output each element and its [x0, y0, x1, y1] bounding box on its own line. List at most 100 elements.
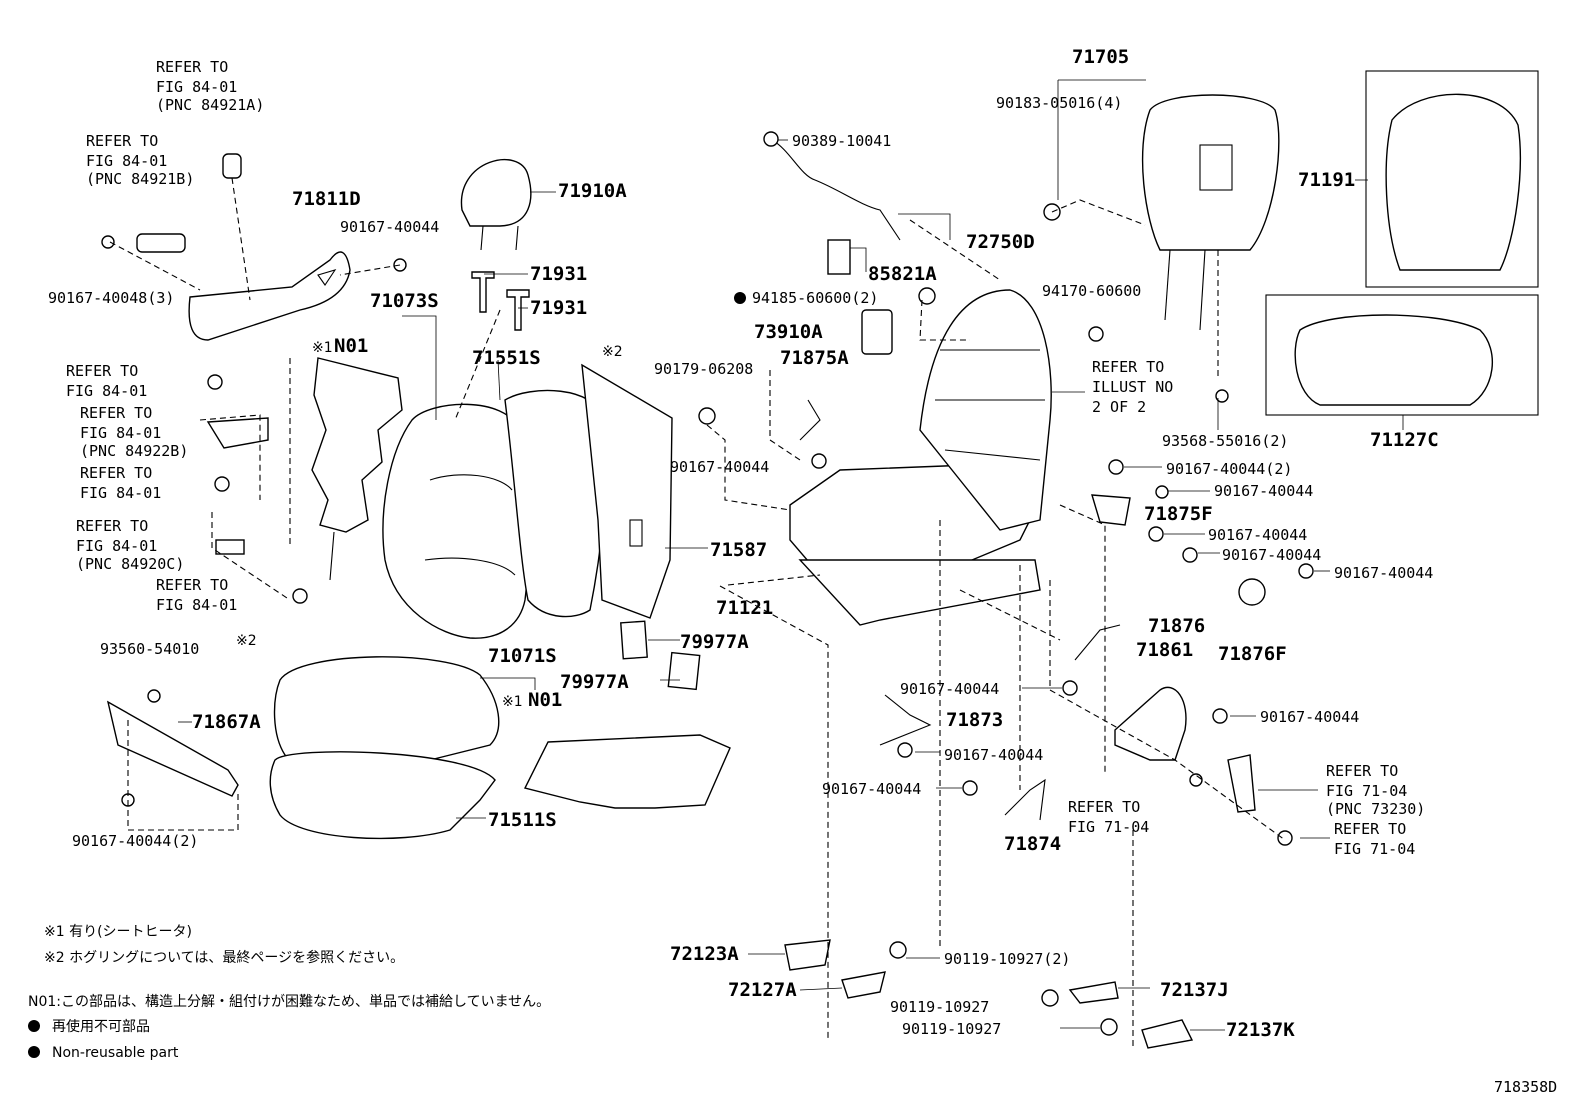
label-part: 94170-60600: [1042, 282, 1141, 300]
label-part: 90167-40044(2): [72, 832, 198, 850]
cover-71191: [1385, 93, 1521, 271]
bolt-90167-b: [1108, 459, 1124, 475]
bolt-90119-a: [889, 941, 907, 959]
clip-belt: [1189, 773, 1203, 787]
clip-84921B: [136, 233, 186, 253]
label-part: N01: [334, 335, 368, 357]
bracket-71875A: [799, 399, 821, 441]
bracket-71873: [879, 694, 932, 746]
label-pnc: (PNC 73230): [1326, 800, 1425, 818]
label-part: 90167-40044: [900, 680, 999, 698]
bracket-84922B: [206, 417, 269, 449]
label-part: 71705: [1072, 46, 1129, 68]
bolt-90167-i: [897, 742, 913, 758]
label-fig: FIG 84-01: [80, 484, 161, 502]
label-part: 90167-40044: [1214, 482, 1313, 500]
label-refer: REFER TO: [80, 464, 152, 482]
part-outlines: [101, 70, 1539, 1049]
label-part: N01: [528, 689, 562, 711]
wire-harness-72750D: [771, 139, 901, 241]
part-71876F: [1238, 578, 1266, 606]
label-fig: FIG 71-04: [1326, 782, 1407, 800]
bolt-90167-h: [1212, 708, 1228, 724]
shield-71811D: [188, 251, 351, 341]
label-part: 90167-40044: [670, 458, 769, 476]
label-fig: FIG 84-01: [156, 78, 237, 96]
label-refer: REFER TO: [86, 132, 158, 150]
label-part: 71587: [710, 539, 767, 561]
label-pnc: (PNC 84920C): [76, 555, 184, 573]
label-79977A-b: [667, 651, 701, 691]
bolt-90167-e: [1182, 547, 1198, 563]
seatback-cover-71073S: [382, 403, 529, 639]
label-refer: REFER TO: [76, 517, 148, 535]
label-refer: REFER TO: [1068, 798, 1140, 816]
label-part: 90167-40044: [1334, 564, 1433, 582]
bolt-90167-d: [1148, 526, 1164, 542]
label-refer: REFER TO: [1334, 820, 1406, 838]
sensor-85821A: [827, 239, 851, 275]
headrest-71910A: [460, 159, 532, 227]
label-illust: 2 OF 2: [1092, 398, 1146, 416]
label-part: 72123A: [670, 943, 739, 965]
label-part: 90119-10927(2): [944, 950, 1070, 968]
label-part: 90389-10041: [792, 132, 891, 150]
label-refer: REFER TO: [1326, 762, 1398, 780]
seatback-frame-71705: [1141, 94, 1280, 251]
label-part: 94185-60600(2): [752, 289, 878, 307]
label-part: 85821A: [868, 263, 937, 285]
label-part: 90167-40044: [1222, 546, 1321, 564]
slide-rails: [798, 559, 1041, 626]
cover-71861: [1114, 686, 1187, 761]
bolt-71-04: [1277, 830, 1293, 846]
bolt-90167-c: [1155, 485, 1169, 499]
footnotes: ※1 有り(シートヒータ) ※2 ホグリングについては、最終ページを参照ください…: [28, 924, 1557, 1096]
label-part: 71127C: [1370, 429, 1439, 451]
label-part: 90167-40044: [822, 780, 921, 798]
label-part: 71861: [1136, 639, 1193, 661]
bolt-90167-a: [811, 453, 827, 469]
bolt-90167-f: [1298, 563, 1314, 579]
part-labels: REFER TO FIG 84-01 (PNC 84921A) REFER TO…: [48, 46, 1439, 1041]
label-note-mark: ※2: [602, 344, 623, 360]
screw-refer-c: [292, 588, 308, 604]
figure-id: 718358D: [1494, 1078, 1557, 1096]
cover-72127A: [841, 971, 886, 999]
label-part: 72127A: [728, 979, 797, 1001]
cover-72137J: [1068, 981, 1119, 1004]
label-part: 72750D: [966, 231, 1035, 253]
label-part: 72137K: [1226, 1019, 1295, 1041]
label-part: 90119-10927: [902, 1020, 1001, 1038]
label-part: 93568-55016(2): [1162, 432, 1288, 450]
cover-72137K: [1141, 1019, 1194, 1049]
cover-72123A: [784, 939, 831, 971]
screw-90167-40048: [101, 235, 115, 249]
bolt-90167-j: [962, 780, 978, 796]
clip-94170: [1088, 326, 1104, 342]
label-part: 90167-40044: [1260, 708, 1359, 726]
label-part: 71876F: [1218, 643, 1287, 665]
label-pnc: (PNC 84921A): [156, 96, 264, 114]
note-nonreusable-jp: 再使用不可部品: [52, 1018, 150, 1035]
nonreusable-dot: [734, 292, 746, 304]
label-part: 90167-40048(3): [48, 289, 174, 307]
label-fig: FIG 84-01: [66, 382, 147, 400]
label-part: 71073S: [370, 290, 439, 312]
label-79977A-a: [620, 620, 648, 660]
label-part: 90167-40044: [944, 746, 1043, 764]
label-part: 71910A: [558, 180, 627, 202]
bracket-71875F: [1091, 494, 1131, 526]
label-part: 71875F: [1144, 503, 1213, 525]
back-board-71587: [581, 363, 673, 619]
label-refer: REFER TO: [80, 404, 152, 422]
label-part: 71191: [1298, 169, 1355, 191]
heater-cushion-N01: [523, 734, 731, 809]
label-refer: REFER TO: [1092, 358, 1164, 376]
bracket-71874: [1004, 778, 1046, 821]
label-fig: FIG 71-04: [1334, 840, 1415, 858]
label-part: 71121: [716, 597, 773, 619]
label-part: 73910A: [754, 321, 823, 343]
note-heater: ※1 有り(シートヒータ): [44, 924, 192, 940]
clip-84921A: [222, 153, 242, 179]
